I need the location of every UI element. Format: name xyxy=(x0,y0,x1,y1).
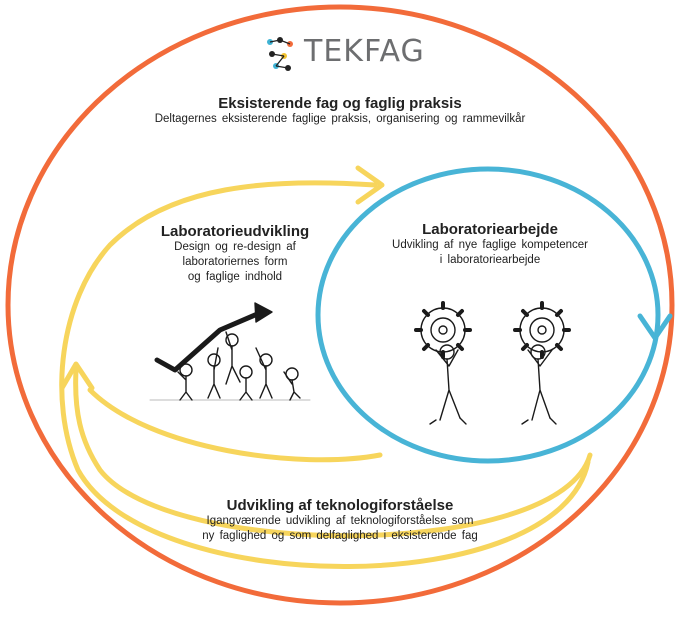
yellow-loop-left xyxy=(87,387,383,463)
left-line-1: Design og re-design af xyxy=(174,241,296,253)
left-line-2: laboratoriernes form xyxy=(182,256,288,268)
bottom-line-1: Igangværende udvikling af teknologiforst… xyxy=(206,515,474,527)
bottom-title: Udvikling af teknologiforståelse xyxy=(226,497,454,514)
outer-title: Eksisterende fag og faglig praksis xyxy=(218,95,462,112)
blue-circle xyxy=(315,166,661,464)
left-line-3: og faglige indhold xyxy=(187,271,283,283)
logo-text: TEKFAG xyxy=(304,34,425,69)
right-title: Laboratoriearbejde xyxy=(422,221,558,238)
left-title: Laboratorieudvikling xyxy=(160,223,310,240)
right-line-2: i laboratoriearbejde xyxy=(439,254,541,266)
blue-arrowhead xyxy=(637,313,673,341)
yellow-loop-inner xyxy=(73,367,593,539)
bottom-line-2: ny faglighed og som delfaglighed i eksis… xyxy=(202,530,478,542)
outer-circle xyxy=(5,4,675,606)
outer-subtitle: Deltagernes eksisterende faglige praksis… xyxy=(154,113,526,125)
top-arrowhead xyxy=(355,165,385,205)
team-lifting-arrow-illustration xyxy=(149,302,311,401)
tekfag-logo-icon xyxy=(267,37,293,71)
two-people-carrying-gears-illustration xyxy=(414,301,571,425)
left-arrowhead xyxy=(59,361,95,391)
right-line-1: Udvikling af nye faglige kompetencer xyxy=(392,239,588,251)
yellow-loop-outer xyxy=(59,180,591,569)
